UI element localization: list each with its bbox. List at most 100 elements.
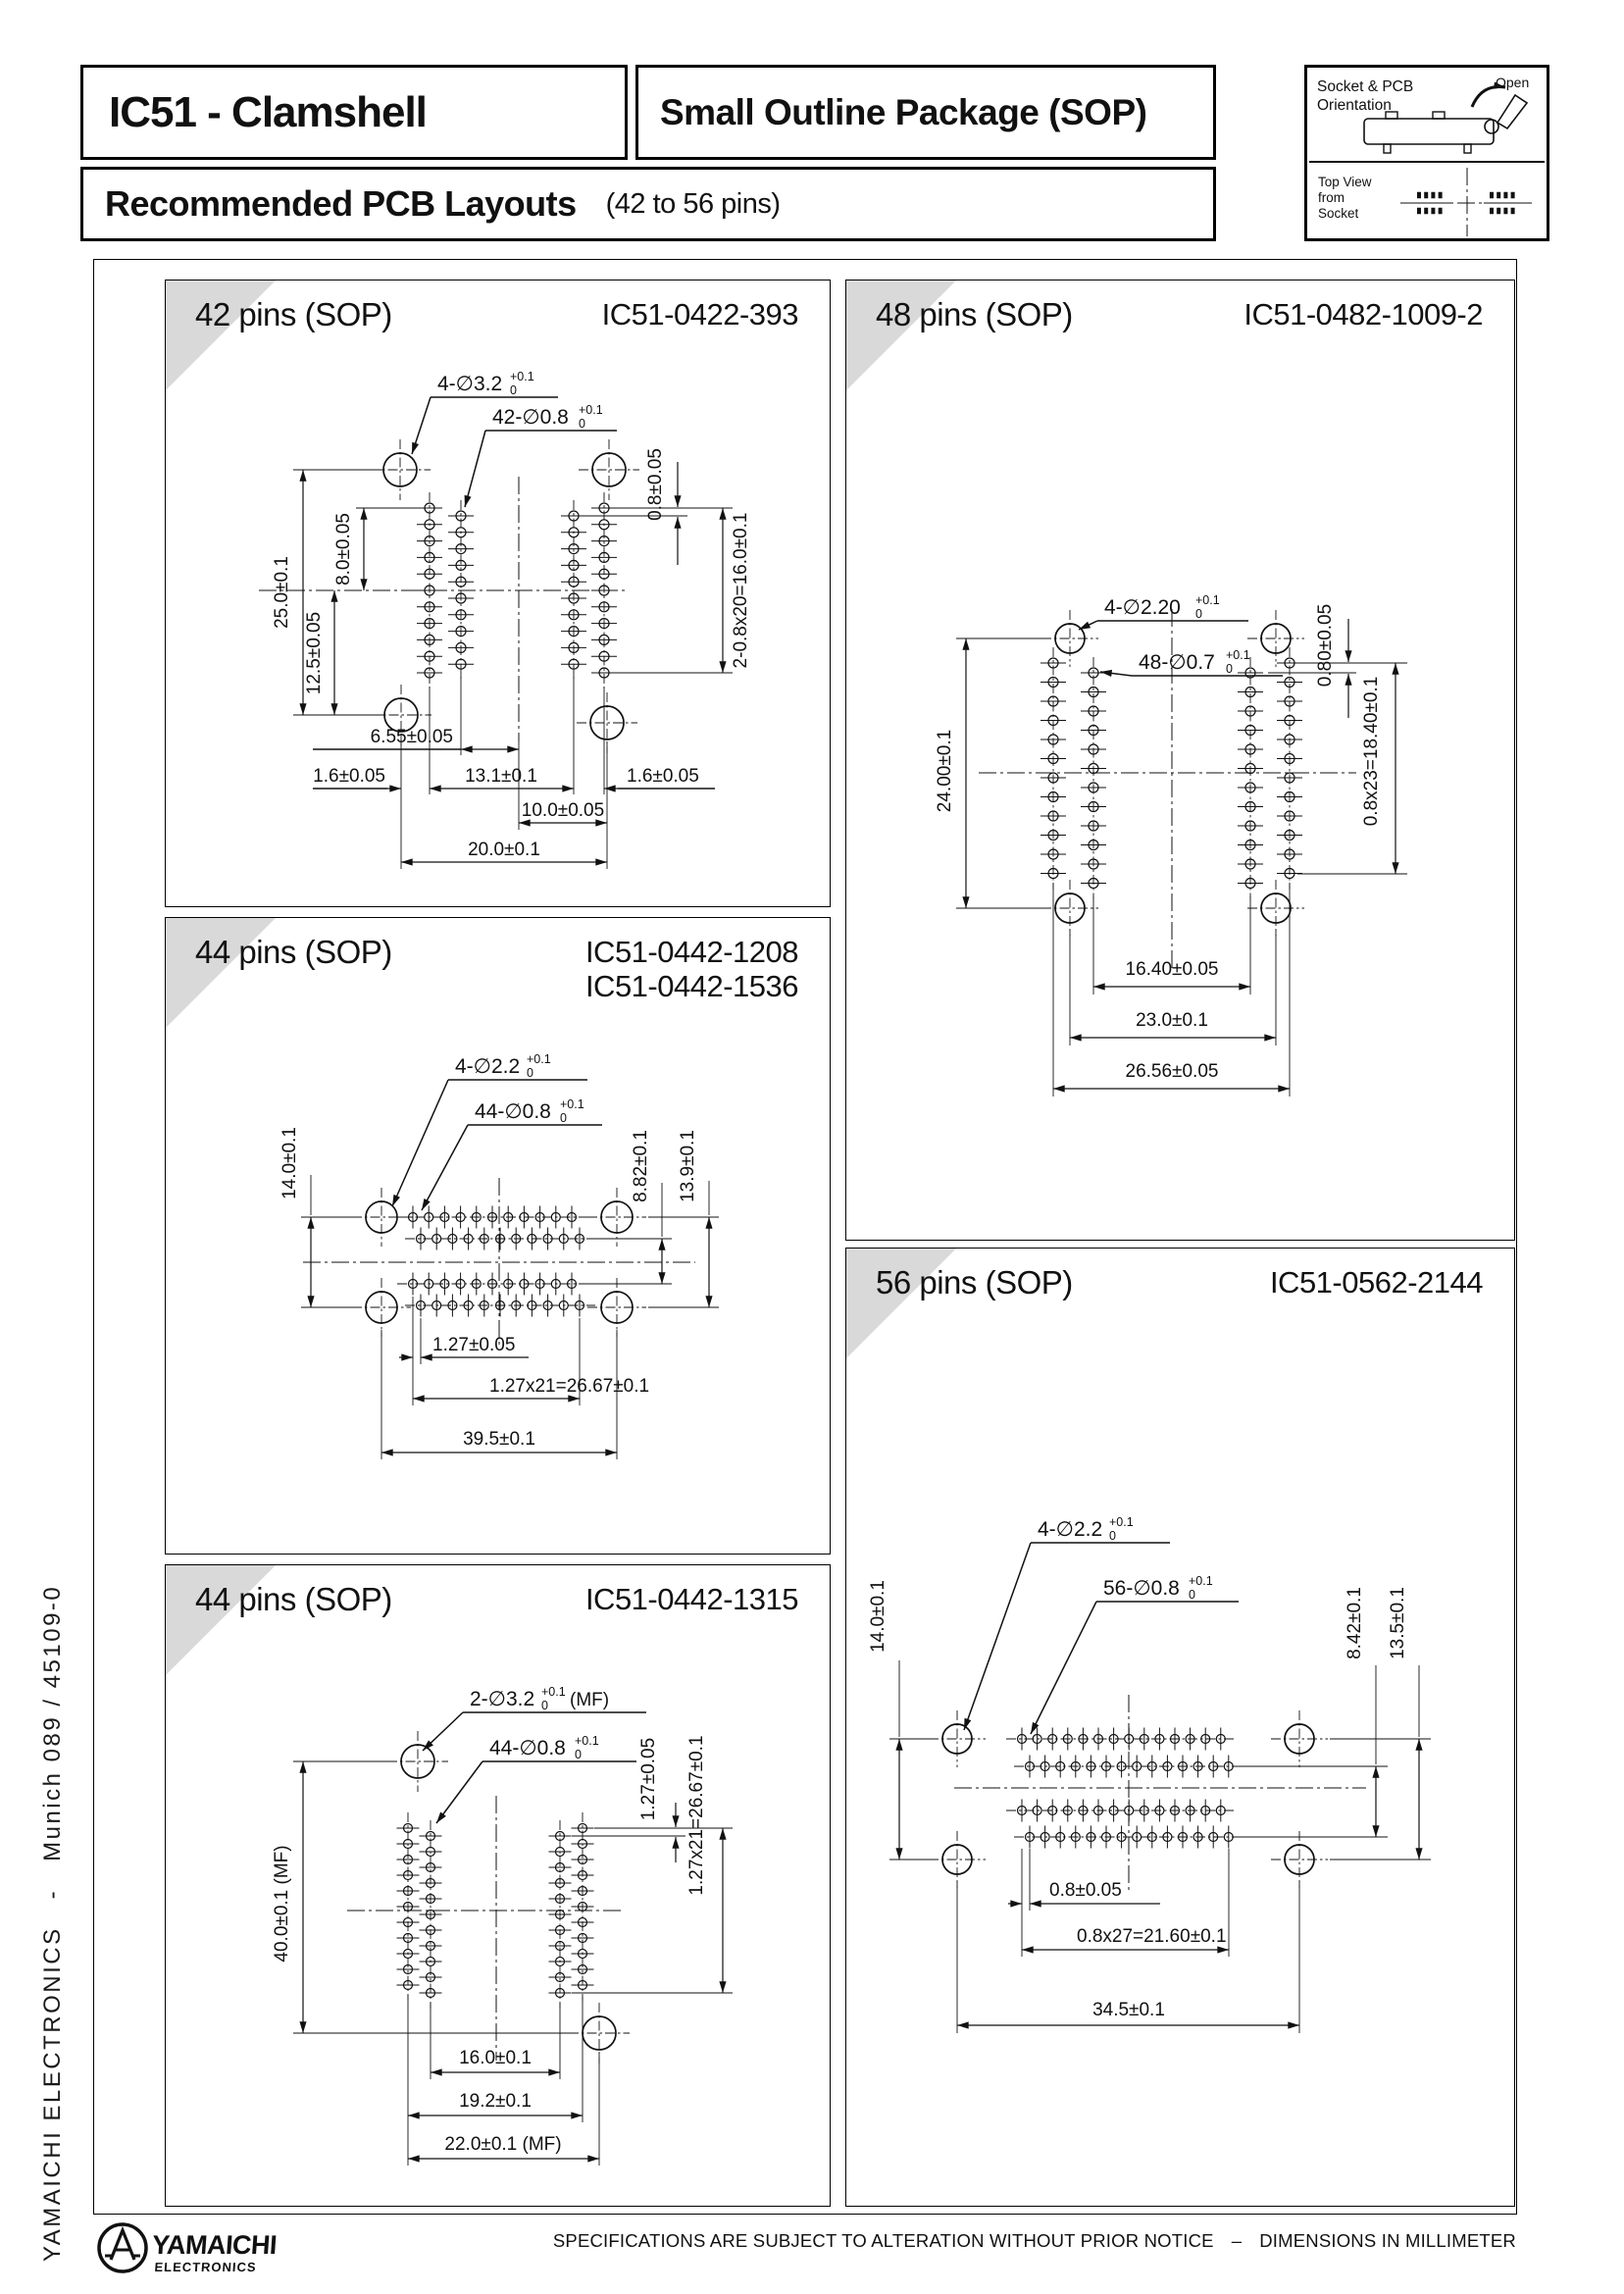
dim-label: 39.5±0.1 — [463, 1429, 535, 1450]
tolerance-label: +0.1 — [1189, 1574, 1213, 1588]
sidebar-vertical-text: YAMAICHI ELECTRONICS-Munich 089 / 45109-… — [39, 1585, 67, 2262]
mounting-hole — [587, 1188, 646, 1247]
pad-array — [405, 1227, 595, 1250]
footer-disclaimer: SPECIFICATIONS ARE SUBJECT TO ALTERATION… — [552, 2230, 1214, 2251]
dim-label: 1.27x21=26.67±0.1 — [489, 1376, 649, 1397]
header-series-box: IC51 - Clamshell — [80, 65, 628, 160]
panel-44-pins-a: 44 pins (SOP) IC51-0442-1208 IC51-0442-1… — [165, 917, 831, 1555]
mounting-hole — [1041, 880, 1098, 937]
panel-title: 44 pins (SOP) — [195, 934, 392, 970]
footer-separator: – — [1231, 2230, 1243, 2251]
pad-array — [419, 1820, 442, 2009]
panel-48-pins: 48 pins (SOP) IC51-0482-1009-2 4-∅2.20 +… — [845, 280, 1515, 1241]
orientation-title-line1: Socket & PCB — [1317, 78, 1413, 95]
layouts-title: Recommended PCB Layouts — [105, 183, 577, 224]
part-number: IC51-0562-2144 — [1269, 1265, 1484, 1300]
logo-sub: ELECTRONICS — [154, 2260, 257, 2274]
pad-array — [397, 1205, 587, 1229]
dim-label: 19.2±0.1 — [459, 2091, 532, 2112]
tolerance-label: +0.1 — [575, 1734, 599, 1748]
socket-side-icon — [1363, 81, 1529, 154]
tolerance-label: 0 — [510, 383, 517, 397]
dim-label: 1.27±0.05 — [432, 1335, 515, 1355]
tolerance-label: 0 — [575, 1748, 582, 1761]
dim-label: 6.55±0.05 — [371, 727, 453, 747]
dim-label: 25.0±0.1 — [272, 556, 292, 629]
leader-label-holes: 4-∅2.2 — [455, 1055, 520, 1078]
sidebar-separator: - — [39, 1888, 66, 1900]
dim-label: 1.27±0.05 — [638, 1738, 659, 1820]
dim-label: 13.9±0.1 — [678, 1130, 698, 1202]
panel-56-pins: 56 pins (SOP) IC51-0562-2144 4-∅2.2 +0.1… — [845, 1248, 1515, 2207]
dim-label: 13.5±0.1 — [1388, 1587, 1408, 1659]
mounting-hole — [929, 1710, 986, 1767]
part-number: IC51-0442-1208 — [584, 935, 799, 969]
leader-label-suffix: (MF) — [570, 1690, 609, 1710]
page-title: IC51 - Clamshell — [109, 87, 428, 136]
mounting-hole — [587, 1278, 646, 1337]
layouts-range: (42 to 56 pins) — [605, 187, 781, 220]
orientation-box: Socket & PCB Orientation Open Top View f… — [1304, 65, 1549, 241]
yamaichi-logo-icon — [97, 2222, 148, 2273]
logo-name: YAMAICHI — [151, 2230, 278, 2260]
panel-title: 42 pins (SOP) — [195, 296, 392, 332]
part-number: IC51-0442-1315 — [584, 1582, 799, 1616]
dim-label: 34.5±0.1 — [1092, 2000, 1165, 2020]
leader-label-pads: 44-∅0.8 — [475, 1100, 551, 1123]
header-package-box: Small Outline Package (SOP) — [635, 65, 1216, 160]
pad-array — [397, 1272, 587, 1296]
dim-label: 0.8±0.05 — [1049, 1880, 1122, 1901]
pad-array — [396, 1812, 420, 2001]
dim-label: 22.0±0.1 (MF) — [444, 2134, 561, 2155]
panel-44-pins-b: 44 pins (SOP) IC51-0442-1315 2-∅3.2 +0.1… — [165, 1564, 831, 2207]
orientation-title-line2: Orientation — [1317, 97, 1392, 114]
panel-42-pins: 42 pins (SOP) IC51-0422-393 4-∅3.2 +0.1 … — [165, 280, 831, 907]
dim-label: 23.0±0.1 — [1136, 1010, 1208, 1031]
tolerance-label: 0 — [1226, 662, 1233, 676]
tolerance-label: 0 — [541, 1699, 548, 1712]
dim-label: 40.0±0.1 (MF) — [272, 1845, 292, 1962]
footer-note: SPECIFICATIONS ARE SUBJECT TO ALTERATION… — [553, 2230, 1516, 2252]
pcb-layout-drawing-44b: 2-∅3.2 +0.1 0 (MF) 44-∅0.8 +0.1 0 40.0±0… — [272, 1685, 733, 2166]
tolerance-label: +0.1 — [527, 1052, 551, 1066]
tolerance-label: 0 — [527, 1066, 533, 1080]
leader-label-pads: 44-∅0.8 — [489, 1737, 566, 1759]
sidebar-location: Munich 089 / 45109-0 — [39, 1584, 66, 1861]
tolerance-label: 0 — [1195, 607, 1202, 621]
dim-label: 10.0±0.05 — [522, 800, 604, 821]
tolerance-label: 0 — [579, 417, 585, 431]
corner-triangle — [846, 280, 956, 390]
panel-title: 56 pins (SOP) — [876, 1264, 1073, 1300]
dim-label: 12.5±0.05 — [304, 612, 325, 694]
pad-array — [448, 500, 474, 681]
pad-array — [561, 500, 586, 681]
top-view-label-line2: from — [1318, 190, 1345, 205]
pcb-layout-drawing-42: 4-∅3.2 +0.1 0 42-∅0.8 +0.1 0 25.0±0.1 8.… — [259, 370, 751, 869]
open-arrow-icon — [1470, 81, 1506, 108]
pad-array — [1238, 657, 1263, 899]
pad-array — [1014, 1755, 1244, 1778]
dim-label: 0.80±0.05 — [1315, 604, 1336, 687]
dim-label: 16.0±0.1 — [459, 2048, 532, 2068]
header-layouts-box: Recommended PCB Layouts (42 to 56 pins) — [80, 167, 1216, 241]
pad-array — [548, 1820, 572, 2009]
mounting-hole — [929, 1831, 986, 1888]
top-view-label-line1: Top View — [1318, 175, 1372, 189]
mounting-hole — [1271, 1831, 1328, 1888]
top-view-crosshair-icon — [1400, 168, 1535, 236]
leader-label-holes: 4-∅3.2 — [437, 373, 502, 395]
pcb-layout-drawing-56: 4-∅2.2 +0.1 0 56-∅0.8 +0.1 0 14.0±0.1 8.… — [868, 1515, 1431, 2033]
tolerance-label: +0.1 — [1226, 648, 1250, 662]
dim-label: 2-0.8x20=16.0±0.1 — [731, 513, 751, 669]
tolerance-label: +0.1 — [1109, 1515, 1134, 1529]
tolerance-label: +0.1 — [560, 1097, 584, 1111]
tolerance-label: +0.1 — [541, 1685, 566, 1699]
tolerance-label: +0.1 — [510, 370, 534, 383]
dim-label: 13.1±0.1 — [465, 766, 537, 787]
pad-array — [571, 1812, 594, 2001]
dim-label: 0.8±0.05 — [645, 448, 666, 521]
mounting-hole — [352, 1278, 411, 1337]
mounting-hole — [387, 1731, 448, 1792]
tolerance-label: +0.1 — [579, 403, 603, 417]
